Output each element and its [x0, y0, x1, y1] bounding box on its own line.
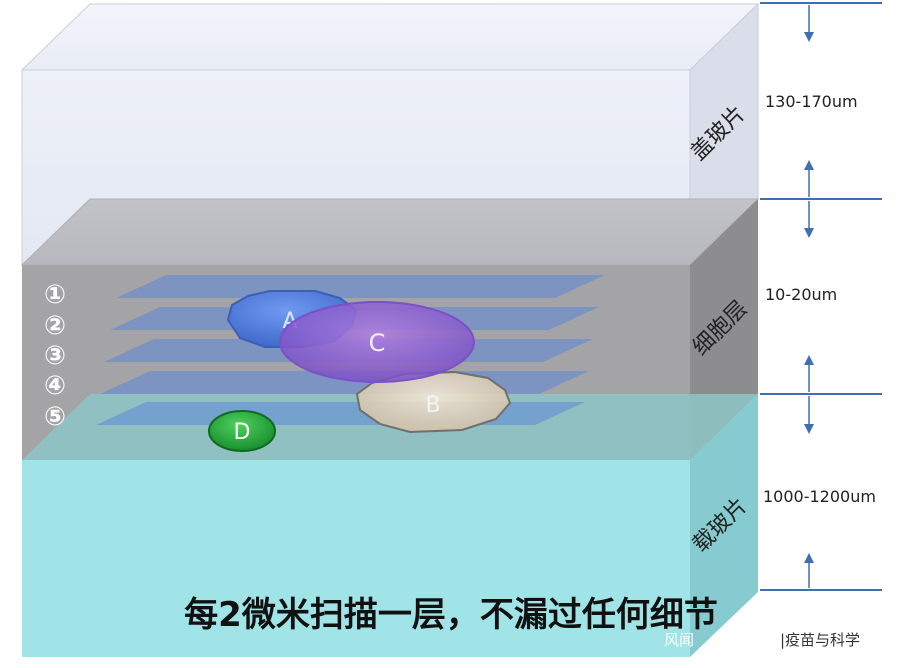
- cell-b-shape: [355, 370, 512, 434]
- watermark: 风闻 观察者 |疫苗与科学: [664, 631, 860, 649]
- arrow-down-icon: [804, 32, 814, 42]
- slide-glass-side-face: [690, 394, 758, 657]
- caption: 每2微米扫描一层，不漏过任何细节: [184, 595, 718, 635]
- dimension-lines: [760, 2, 882, 591]
- cell-d-label: D: [234, 420, 251, 445]
- cell-layer-thickness: 10-20um: [765, 285, 837, 304]
- scan-plane-1: [116, 275, 605, 298]
- scan-plane-number-1: ①: [44, 280, 66, 310]
- watermark-left: 风闻: [664, 631, 694, 649]
- scan-plane-number-5: ⑤: [44, 402, 66, 432]
- arrow-up-icon: [804, 355, 814, 365]
- watermark-right: |疫苗与科学: [780, 631, 860, 649]
- slide-glass-front-face: [22, 460, 690, 657]
- arrow-up-icon: [804, 160, 814, 170]
- arrow-down-icon: [804, 228, 814, 238]
- arrow-down-icon: [804, 424, 814, 434]
- cell-c: C: [279, 301, 475, 383]
- cover-glass-thickness: 130-170um: [765, 92, 858, 111]
- cell-c-label: C: [369, 329, 386, 357]
- cover-glass-block: [20, 2, 760, 267]
- scan-plane-number-3: ③: [44, 341, 66, 371]
- arrow-up-icon: [804, 553, 814, 563]
- cell-d-shape: [208, 410, 276, 452]
- cell-d: D: [208, 410, 276, 452]
- cell-b: B: [355, 370, 512, 434]
- slide-glass-thickness: 1000-1200um: [763, 487, 876, 506]
- cover-glass-top-face: [20, 3, 760, 71]
- watermark-middle: 观察者: [716, 631, 761, 649]
- scan-plane-numbers: ① ② ③ ④ ⑤: [44, 280, 66, 432]
- scan-plane-number-2: ②: [44, 311, 66, 341]
- cell-c-shape: [279, 301, 475, 383]
- cell-b-label: B: [425, 393, 440, 418]
- scan-plane-number-4: ④: [44, 371, 66, 401]
- slide-glass-block: [22, 394, 758, 657]
- scan-plane-5: [96, 402, 585, 425]
- cover-glass-bottom-face: [20, 198, 760, 266]
